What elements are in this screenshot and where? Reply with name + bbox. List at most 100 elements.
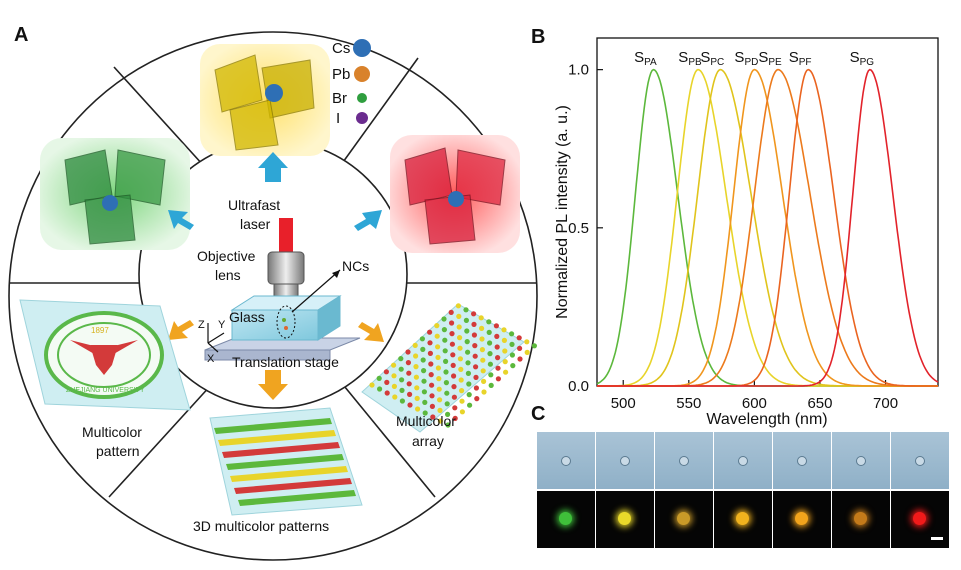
- array-dot: [427, 340, 433, 346]
- arrow-down: [258, 370, 288, 400]
- multicolor-pattern-label-2: pattern: [96, 443, 140, 459]
- array-dot: [420, 357, 426, 363]
- array-dot: [488, 382, 494, 388]
- array-dot: [465, 360, 471, 366]
- array-dot: [441, 316, 447, 322]
- array-dot: [436, 386, 442, 392]
- arrow-down-right: [358, 322, 384, 342]
- array-dot: [422, 399, 428, 405]
- array-dot: [471, 311, 477, 317]
- series-label-pd: SPD: [734, 49, 758, 68]
- array-dot: [501, 327, 507, 333]
- panel-label-a: A: [14, 24, 29, 46]
- array-dot: [437, 418, 443, 424]
- array-dot: [473, 385, 479, 391]
- array-dot: [437, 407, 443, 413]
- array-dot: [472, 343, 478, 349]
- array-dot: [486, 329, 492, 335]
- fluorescence-image: [596, 491, 654, 548]
- axis-label-y: Y: [218, 319, 226, 331]
- series-label-pb: SPB: [678, 49, 702, 68]
- segment-dividers: [10, 57, 537, 498]
- array-dot: [473, 364, 479, 370]
- fluorescence-image: [537, 491, 595, 548]
- array-dot: [487, 340, 493, 346]
- panel-c-images: [537, 432, 949, 550]
- array-dot: [465, 370, 471, 376]
- array-dot: [502, 359, 508, 365]
- emission-spot: [795, 512, 808, 525]
- x-tick-label: 650: [807, 395, 832, 412]
- array-dot: [495, 376, 501, 382]
- array-dot: [452, 405, 458, 411]
- array-dot: [442, 337, 448, 343]
- y-tick-label: 0.5: [568, 220, 589, 237]
- array-dot: [494, 344, 500, 350]
- array-dot: [443, 380, 449, 386]
- array-dot: [430, 414, 436, 420]
- array-dot: [479, 336, 485, 342]
- array-dot: [442, 348, 448, 354]
- axis-label-x: X: [207, 353, 215, 365]
- laser-label-2: laser: [240, 216, 271, 232]
- array-dot: [488, 372, 494, 378]
- array-dot: [413, 353, 419, 359]
- array-dot: [434, 333, 440, 339]
- array-dot: [383, 369, 389, 375]
- array-dot: [419, 336, 425, 342]
- array-dot: [427, 350, 433, 356]
- array-dot: [517, 345, 523, 351]
- array-dot: [449, 341, 455, 347]
- axes-triad: [207, 323, 225, 353]
- array-dot: [481, 378, 487, 384]
- array-dot: [445, 422, 451, 428]
- array-dot: [451, 384, 457, 390]
- array-dot: [420, 346, 426, 352]
- series-label-pe: SPE: [758, 49, 782, 68]
- array-dot: [457, 345, 463, 351]
- series-label-pf: SPF: [789, 49, 812, 68]
- array-dot: [458, 366, 464, 372]
- brightfield-image: [832, 432, 890, 489]
- logo-text: ZHEJIANG UNIVERSITY: [66, 387, 145, 394]
- panel-label-c: C: [531, 403, 546, 425]
- array-dot: [516, 335, 522, 341]
- pl-curve-pd: [597, 68, 938, 387]
- brightfield-image: [537, 432, 595, 489]
- array-dot: [451, 394, 457, 400]
- array-dot: [428, 372, 434, 378]
- atom-legend: Cs Pb Br I: [332, 39, 371, 127]
- array-dot: [437, 397, 443, 403]
- array-dot: [391, 362, 397, 368]
- array-dot: [405, 349, 411, 355]
- x-tick-label: 550: [676, 395, 701, 412]
- array-dot: [422, 410, 428, 416]
- array-dot: [480, 368, 486, 374]
- array-dot: [479, 325, 485, 331]
- array-dot: [487, 351, 493, 357]
- glass-label: Glass: [229, 309, 265, 325]
- scale-bar: [931, 537, 943, 540]
- arrow-right: [354, 210, 382, 231]
- crystal-yellow: [200, 44, 330, 156]
- lines-3d-label: 3D multicolor patterns: [193, 518, 329, 534]
- array-dot: [457, 356, 463, 362]
- array-dot: [369, 382, 375, 388]
- array-dot: [398, 356, 404, 362]
- multicolor-array-plate: [361, 303, 538, 433]
- array-dot: [456, 324, 462, 330]
- array-dot: [495, 365, 501, 371]
- objective-label-1: Objective: [197, 248, 256, 264]
- array-dot: [458, 377, 464, 383]
- multicolor-lines-3d: [209, 407, 363, 516]
- array-dot: [501, 337, 507, 343]
- y-axis-label: Normalized PL intensity (a. u.): [554, 105, 571, 319]
- x-tick-label: 600: [742, 395, 767, 412]
- multicolor-array-label-1: Multicolor: [396, 413, 456, 429]
- y-ticks: 0.00.51.0: [568, 62, 603, 395]
- array-dot: [493, 323, 499, 329]
- array-dot: [399, 387, 405, 393]
- array-dot: [471, 332, 477, 338]
- panel-a-schematic: Cs Pb Br I: [8, 31, 538, 561]
